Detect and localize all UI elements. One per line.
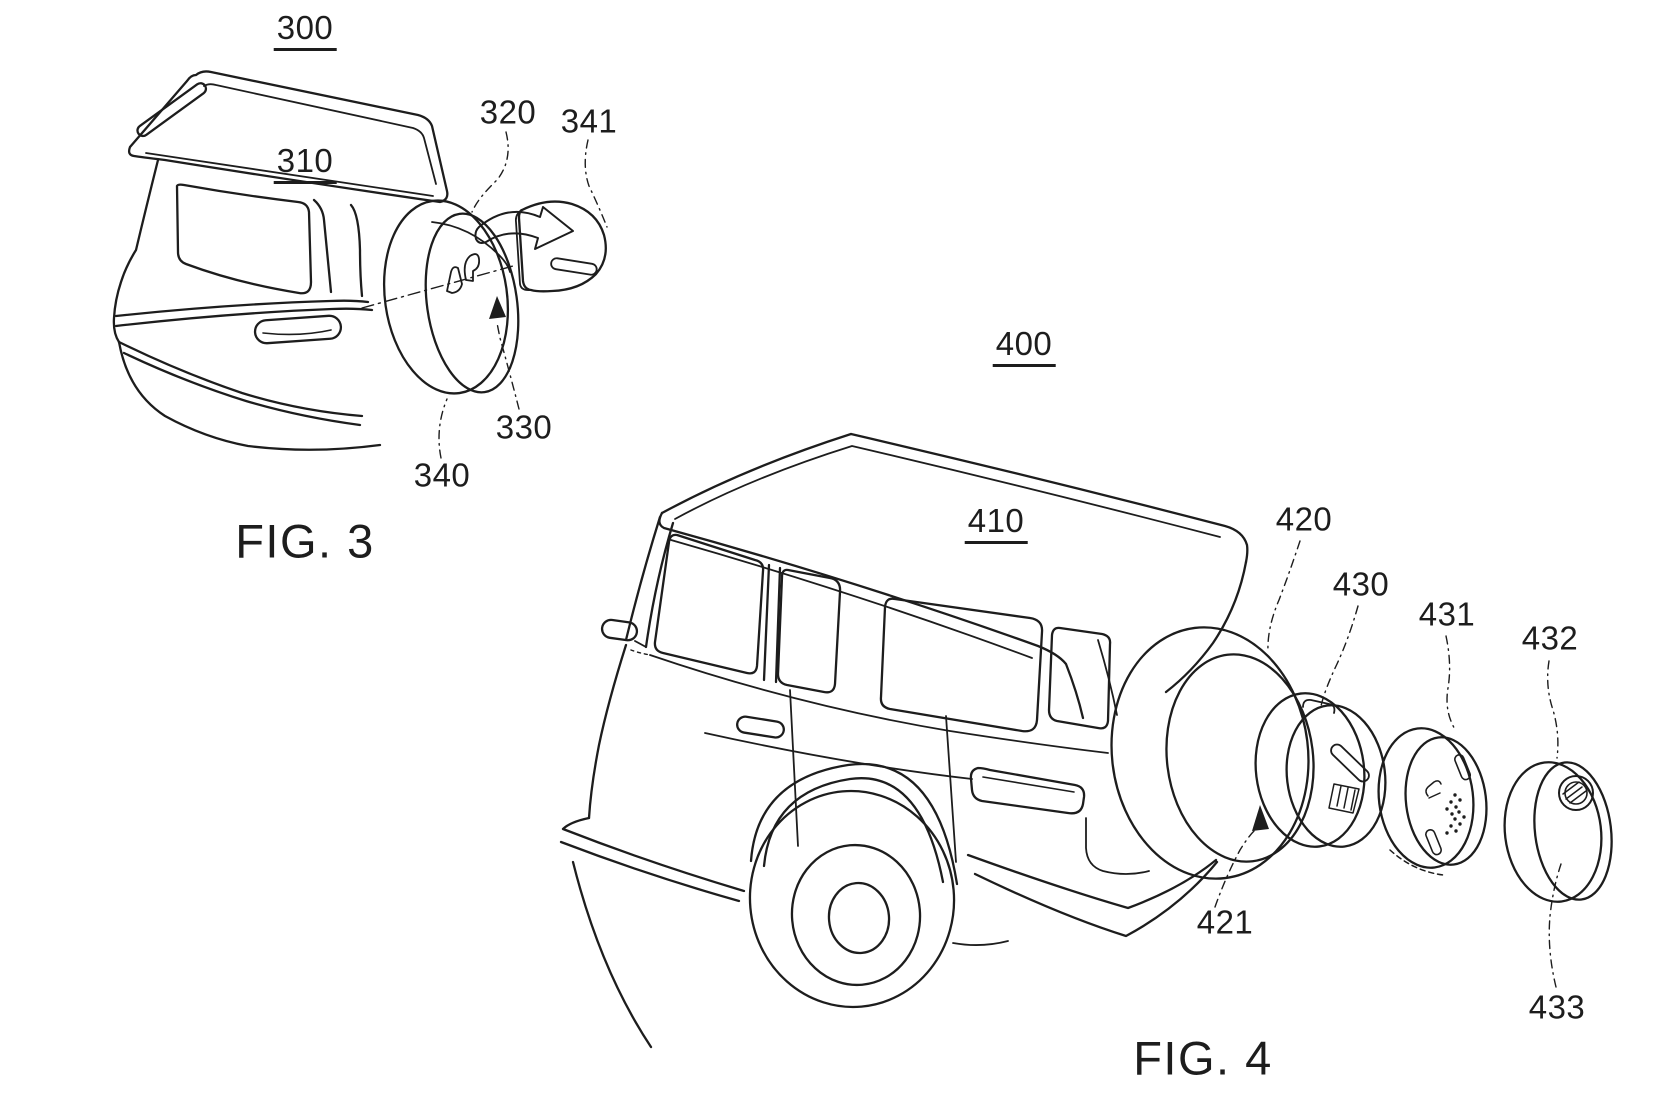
fig3-leader-340 <box>438 398 448 459</box>
fig4-leader-420 <box>1267 540 1301 653</box>
fig3-bottom-contour <box>117 340 382 451</box>
fig3-leader-320 <box>471 131 509 213</box>
figure-caption-fig4: FIG. 4 <box>1133 1031 1273 1085</box>
fig4-rocker-lines <box>559 816 746 903</box>
fig3-roof-inner-lines <box>145 83 437 197</box>
fig4-rear-small-window <box>1047 626 1112 730</box>
fig3-cover-opening-arc <box>431 221 511 273</box>
fig4-mirror-stem <box>634 640 647 648</box>
ref-label-410: 410 <box>964 504 1028 544</box>
fig4-front-window <box>653 533 765 675</box>
fig3-pointer-330-icon <box>489 296 506 319</box>
fig4-spare-tire-face <box>1165 653 1315 863</box>
fig4-rear-wheel-tire <box>748 789 956 1009</box>
ref-label-400: 400 <box>992 327 1056 367</box>
ref-label-432: 432 <box>1521 619 1579 657</box>
fig3-latch-parts <box>446 253 481 294</box>
fig3-cover-door-edge <box>514 209 532 292</box>
fig4-leader-431 <box>1445 635 1457 732</box>
fig4-disc431-bottom-slot <box>1425 829 1443 856</box>
fig4-disc431-top-slot <box>1454 754 1472 781</box>
fig3-open-direction-arrow-icon <box>474 206 574 250</box>
fig4-disc432-lock-slots <box>1562 781 1587 804</box>
fig4-leader-433 <box>1548 863 1562 988</box>
ref-label-320: 320 <box>479 93 537 131</box>
fig4-roof-inner-line <box>674 445 1221 538</box>
fig3-leader-330 <box>496 322 520 410</box>
fig3-body-molding-inner <box>262 329 332 336</box>
fig3-tire-cover-back <box>382 199 510 395</box>
fig4-disc430-notch <box>1302 698 1336 714</box>
fig3-door-slot <box>550 257 598 276</box>
ref-label-341: 341 <box>560 102 618 140</box>
fig4-disc-432 <box>1503 761 1613 903</box>
fig4-disc430-vent-icon <box>1328 783 1360 814</box>
fig3-rear-window <box>175 183 313 295</box>
ref-label-310: 310 <box>273 144 337 184</box>
fig3-tire-cover-face <box>424 212 520 394</box>
fig4-taillight-inner <box>982 776 1075 793</box>
fig3-lower-bands <box>117 340 364 427</box>
fig3-c-pillar <box>312 198 364 298</box>
fig4-pointer-421-icon <box>1252 805 1269 831</box>
fig4-disc431-emboss-dots <box>1445 793 1466 835</box>
fig4-behind-wheel-line <box>952 940 1009 946</box>
ref-label-421: 421 <box>1196 903 1254 941</box>
fig4-spare-tire-outer <box>1110 626 1310 880</box>
fig4-side-mirror <box>600 618 639 642</box>
fig4-rear-edge <box>1164 560 1248 694</box>
fig4-quarter-window <box>879 597 1044 733</box>
fig3-beltline <box>114 299 374 328</box>
fig4-door-handle <box>736 715 785 739</box>
fig4-leader-430 <box>1320 605 1359 707</box>
fig4-b-pillar <box>762 563 782 684</box>
ref-label-433: 433 <box>1528 988 1586 1026</box>
ref-label-430: 430 <box>1332 565 1390 603</box>
fig4-disc-430 <box>1254 692 1387 848</box>
fig4-roof-front-edge <box>660 432 853 515</box>
fig3-fold-line <box>361 265 514 309</box>
fig3-body-molding <box>253 314 343 345</box>
fig4-front-bottom-curve <box>571 860 653 1049</box>
fig3-left-body-edge <box>112 158 160 344</box>
fig3-vehicle-rear-drawing <box>112 70 608 459</box>
fig4-roof-eave-inner <box>670 539 1033 659</box>
fig4-roof-right-edge <box>849 432 1249 564</box>
ref-label-300: 300 <box>273 11 337 51</box>
fig4-leader-421 <box>1214 830 1255 908</box>
fig3-leader-341 <box>584 139 608 228</box>
fig4-taillight <box>969 766 1086 815</box>
fig4-disc431-connector-icon <box>1425 780 1442 799</box>
fig4-mirror-dotted <box>630 649 651 656</box>
fig4-a-pillar <box>624 515 675 649</box>
fig4-second-window <box>776 568 842 694</box>
fig4-rear-wheel-rim <box>790 843 922 987</box>
figure-caption-fig3: FIG. 3 <box>235 514 375 568</box>
fig4-bumper-corner <box>1085 817 1150 875</box>
ref-label-420: 420 <box>1275 500 1333 538</box>
ref-label-330: 330 <box>495 408 553 446</box>
fig4-door-seams <box>789 689 957 863</box>
fig4-beltline <box>649 654 1109 754</box>
ref-label-431: 431 <box>1418 595 1476 633</box>
fig4-roof-eave <box>658 511 1085 720</box>
fig4-disc432-lock-ring <box>1558 775 1594 811</box>
fig4-character-line <box>704 732 973 780</box>
fig4-leader-432 <box>1546 660 1559 759</box>
fig4-bumper-band <box>966 853 1219 938</box>
fig4-vehicle-exploded-drawing <box>559 432 1613 1049</box>
fig4-disc430-handle-slot <box>1330 743 1370 783</box>
fig4-disc-431 <box>1377 727 1488 876</box>
fig4-disc431-hidden-edge <box>1389 849 1444 876</box>
fig3-cover-door <box>517 200 607 293</box>
fig4-rear-wheel-hub <box>827 881 891 955</box>
fig4-front-body-edge <box>587 643 628 820</box>
ref-label-340: 340 <box>413 456 471 494</box>
